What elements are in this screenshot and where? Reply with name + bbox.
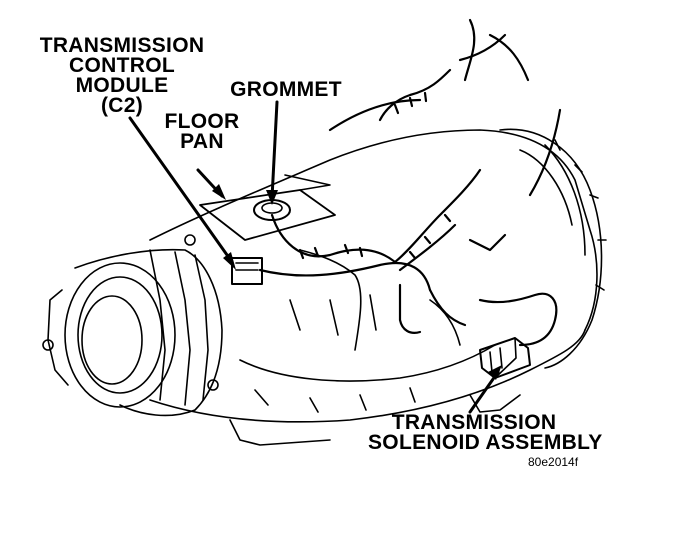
solenoid-assembly (479, 337, 531, 379)
transmission-case (149, 128, 607, 446)
floor-pan-plate (199, 174, 336, 241)
floor-pan-label-line-1: FLOOR (164, 110, 240, 133)
grommet-label-text: GROMMET (230, 78, 342, 101)
tcm-connector (231, 257, 263, 285)
floor-pan-label: FLOOR PAN (162, 110, 242, 153)
grommet-label: GROMMET (226, 78, 346, 101)
tcm-label-line-2: CONTROL (69, 54, 175, 77)
extension-housing (42, 234, 223, 417)
solenoid-label-line-1: TRANSMISSION (391, 411, 557, 434)
tcm-label-line-3: MODULE (75, 74, 169, 97)
tcm-label-line-4: (C2) (100, 94, 144, 117)
floor-pan-label-line-2: PAN (180, 130, 224, 153)
solenoid-label-line-2: SOLENOID ASSEMBLY (368, 431, 603, 454)
leader-solenoid (468, 370, 500, 414)
leader-tcm (128, 116, 234, 264)
tcm-label: TRANSMISSION CONTROL MODULE (C2) (32, 34, 212, 117)
figure-id: 80e2014f (528, 455, 579, 469)
leader-grommet (270, 100, 279, 200)
tcm-label-line-1: TRANSMISSION (39, 34, 205, 57)
wiring-harness (258, 18, 562, 347)
solenoid-label: TRANSMISSION SOLENOID ASSEMBLY (368, 411, 603, 454)
